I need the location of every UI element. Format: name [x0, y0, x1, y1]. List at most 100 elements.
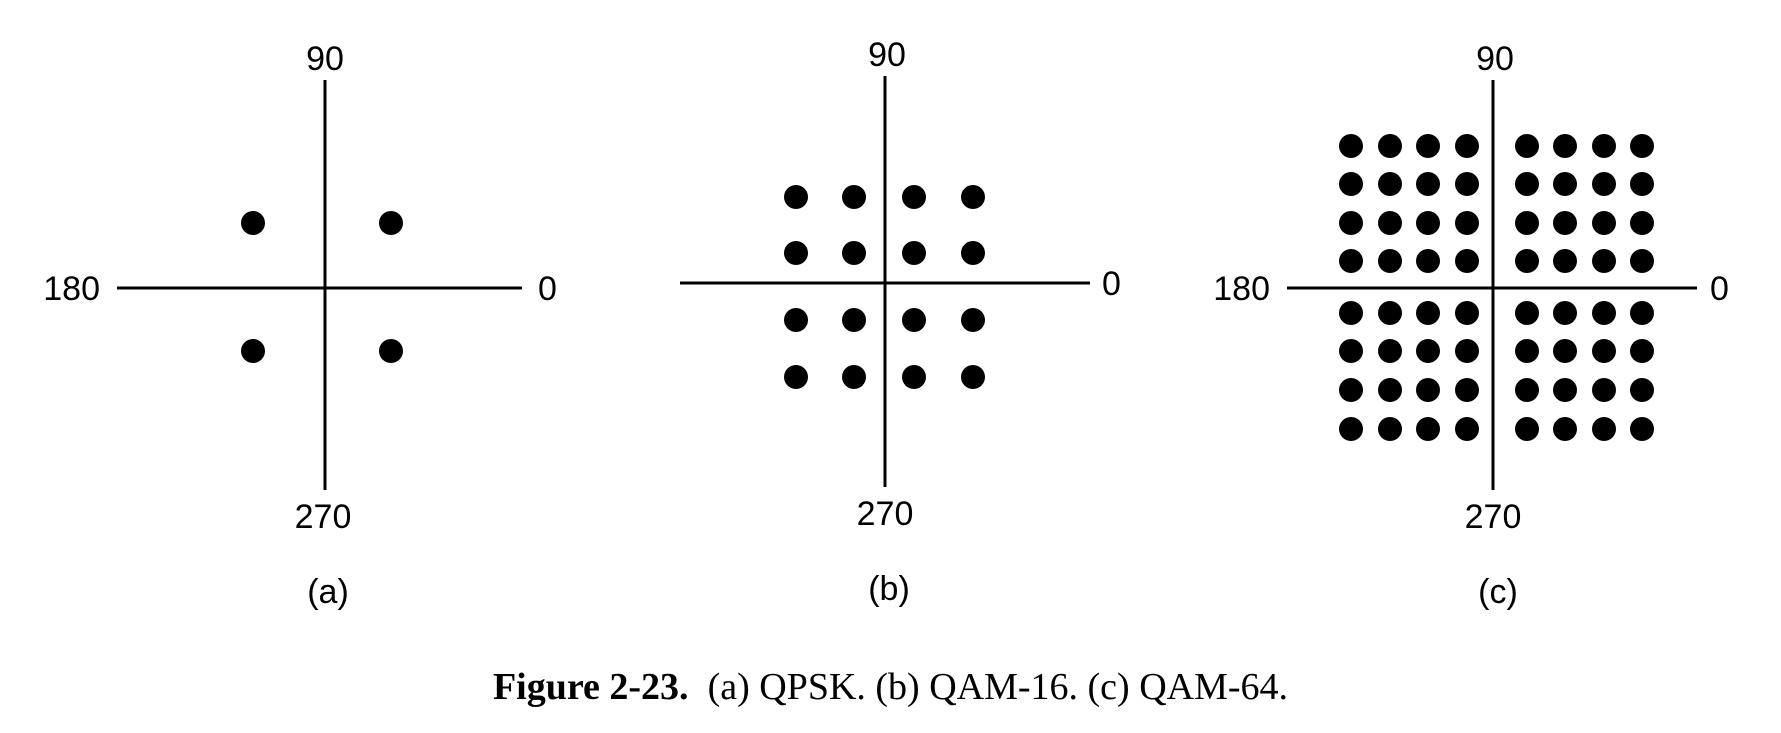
panel-b-constellation-point — [902, 185, 926, 209]
panel-c-constellation-point — [1515, 134, 1539, 158]
panel-c-constellation-point — [1515, 249, 1539, 273]
panel-c-constellation-point — [1630, 249, 1654, 273]
panel-c-constellation-point — [1515, 417, 1539, 441]
panel-c-subcaption: (c) — [1478, 573, 1518, 611]
panel-c-label-0: 0 — [1710, 270, 1729, 308]
panel-c-constellation-point — [1630, 417, 1654, 441]
panel-c-label-90: 90 — [1476, 40, 1514, 78]
panel-a-constellation-point — [379, 211, 403, 235]
panel-c-constellation-point — [1515, 339, 1539, 363]
panel-c-constellation-point — [1378, 378, 1402, 402]
panel-c-constellation-point — [1339, 339, 1363, 363]
panel-c-constellation-point — [1416, 172, 1440, 196]
panel-c-constellation-point — [1378, 249, 1402, 273]
panel-c-constellation-point — [1416, 211, 1440, 235]
panel-c-constellation-point — [1339, 134, 1363, 158]
panel-c-constellation-point — [1339, 211, 1363, 235]
panel-c-constellation-point — [1592, 301, 1616, 325]
panel-c-constellation-point — [1630, 172, 1654, 196]
panel-c-constellation-point — [1630, 211, 1654, 235]
panel-c-constellation-point — [1455, 301, 1479, 325]
panel-c-constellation-point — [1553, 378, 1577, 402]
panel-a-label-0: 0 — [538, 270, 557, 308]
panel-c-constellation-point — [1553, 172, 1577, 196]
panel-c-constellation-point — [1553, 211, 1577, 235]
panel-c-constellation-point — [1630, 339, 1654, 363]
panel-a-label-90: 90 — [306, 40, 344, 78]
panel-b-constellation-point — [784, 308, 808, 332]
panel-c: 90 180 0 270 (c) — [1213, 40, 1729, 611]
panel-b-label-270: 270 — [857, 495, 914, 533]
panel-c-constellation-point — [1378, 301, 1402, 325]
constellation-diagrams: 90 180 0 270 (a) 90 0 270 (b) 90 180 0 2… — [43, 36, 1729, 611]
panel-c-constellation-point — [1553, 417, 1577, 441]
panel-b-constellation-point — [902, 365, 926, 389]
panel-c-constellation-point — [1339, 172, 1363, 196]
panel-c-constellation-point — [1630, 378, 1654, 402]
panel-c-constellation-point — [1339, 378, 1363, 402]
panel-b-constellation-point — [842, 241, 866, 265]
panel-a: 90 180 0 270 (a) — [43, 40, 557, 611]
panel-c-constellation-point — [1553, 301, 1577, 325]
panel-c-constellation-point — [1339, 301, 1363, 325]
panel-b: 90 0 270 (b) — [680, 36, 1121, 608]
panel-b-constellation-point — [784, 365, 808, 389]
panel-c-constellation-point — [1339, 249, 1363, 273]
panel-c-constellation-point — [1455, 134, 1479, 158]
figure-caption-text: (a) QPSK. (b) QAM-16. (c) QAM-64. — [707, 666, 1289, 708]
panel-c-constellation-point — [1416, 339, 1440, 363]
panel-a-subcaption: (a) — [307, 573, 349, 611]
panel-c-constellation-point — [1553, 249, 1577, 273]
panel-c-constellation-point — [1592, 249, 1616, 273]
figure-caption: Figure 2-23. (a) QPSK. (b) QAM-16. (c) Q… — [0, 665, 1781, 709]
panel-c-constellation-point — [1416, 301, 1440, 325]
panel-c-constellation-point — [1553, 339, 1577, 363]
panel-a-label-180: 180 — [43, 270, 100, 308]
panel-c-constellation-point — [1378, 172, 1402, 196]
panel-c-constellation-point — [1553, 134, 1577, 158]
panel-b-constellation-point — [961, 308, 985, 332]
panel-c-points — [1339, 134, 1654, 441]
panel-c-constellation-point — [1339, 417, 1363, 441]
panel-c-constellation-point — [1378, 417, 1402, 441]
panel-c-constellation-point — [1515, 301, 1539, 325]
panel-c-constellation-point — [1630, 301, 1654, 325]
panel-c-constellation-point — [1455, 211, 1479, 235]
panel-a-constellation-point — [241, 339, 265, 363]
panel-b-constellation-point — [842, 185, 866, 209]
panel-a-points — [241, 211, 403, 363]
panel-b-label-0: 0 — [1102, 265, 1121, 303]
panel-b-constellation-point — [784, 185, 808, 209]
panel-b-label-90: 90 — [868, 36, 906, 74]
panel-c-constellation-point — [1455, 249, 1479, 273]
panel-b-constellation-point — [842, 365, 866, 389]
panel-a-constellation-point — [241, 211, 265, 235]
panel-b-constellation-point — [961, 365, 985, 389]
figure-caption-label: Figure 2-23. — [492, 666, 689, 708]
panel-c-constellation-point — [1416, 249, 1440, 273]
panel-c-constellation-point — [1378, 339, 1402, 363]
panel-b-constellation-point — [842, 308, 866, 332]
panel-b-points — [784, 185, 985, 389]
panel-c-constellation-point — [1592, 172, 1616, 196]
panel-b-subcaption: (b) — [868, 570, 910, 608]
panel-c-label-270: 270 — [1465, 498, 1522, 536]
panel-c-constellation-point — [1515, 211, 1539, 235]
panel-c-constellation-point — [1592, 134, 1616, 158]
panel-c-constellation-point — [1455, 339, 1479, 363]
panel-b-constellation-point — [961, 185, 985, 209]
panel-c-label-180: 180 — [1213, 270, 1270, 308]
panel-c-constellation-point — [1416, 417, 1440, 441]
panel-c-constellation-point — [1378, 134, 1402, 158]
panel-c-constellation-point — [1416, 378, 1440, 402]
panel-c-constellation-point — [1592, 378, 1616, 402]
panel-c-constellation-point — [1455, 172, 1479, 196]
panel-b-constellation-point — [902, 308, 926, 332]
panel-a-constellation-point — [379, 339, 403, 363]
panel-c-constellation-point — [1592, 417, 1616, 441]
panel-c-constellation-point — [1515, 378, 1539, 402]
panel-a-label-270: 270 — [295, 498, 352, 536]
panel-c-constellation-point — [1630, 134, 1654, 158]
panel-c-constellation-point — [1416, 134, 1440, 158]
panel-b-constellation-point — [902, 241, 926, 265]
